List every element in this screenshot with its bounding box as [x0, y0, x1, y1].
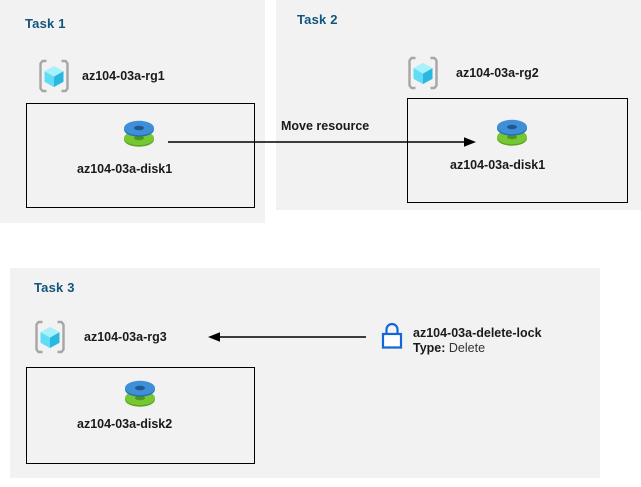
task-1-panel: [0, 0, 265, 223]
resource-group-icon: [405, 55, 441, 91]
resource-group-icon: [32, 319, 68, 355]
disk-label-disk1-task1: az104-03a-disk1: [77, 162, 173, 176]
move-resource-label: Move resource: [281, 119, 370, 133]
lock-applies-arrow: [208, 329, 368, 345]
resource-group-label-rg3: az104-03a-rg3: [84, 330, 167, 344]
resource-group-label-rg2: az104-03a-rg2: [456, 66, 539, 80]
task-3-resource-box: [26, 367, 255, 464]
task-2-resource-box: [407, 98, 628, 203]
move-resource-arrow: [168, 134, 478, 150]
managed-disk-icon: [123, 376, 157, 412]
task-1-title: Task 1: [25, 16, 66, 31]
lock-type-label: Type:: [413, 341, 446, 355]
task-1-resource-box: [26, 103, 255, 208]
lock-name: az104-03a-delete-lock: [413, 326, 542, 340]
managed-disk-icon: [122, 116, 156, 152]
disk-label-disk2: az104-03a-disk2: [77, 417, 173, 431]
resource-group-label-rg1: az104-03a-rg1: [82, 69, 165, 83]
lock-type-value: Delete: [448, 341, 486, 355]
task-3-title: Task 3: [34, 280, 75, 295]
task-2-panel: [276, 0, 641, 210]
lock-type-line: Type: Delete: [413, 341, 542, 356]
resource-group-icon: [36, 58, 72, 94]
task-2-title: Task 2: [297, 12, 338, 27]
task-3-panel: [10, 268, 600, 478]
managed-disk-icon: [495, 115, 529, 151]
disk-label-disk1-task2: az104-03a-disk1: [450, 158, 546, 172]
lock-details: az104-03a-delete-lock Type: Delete: [413, 326, 542, 356]
lock-icon: [379, 321, 405, 351]
